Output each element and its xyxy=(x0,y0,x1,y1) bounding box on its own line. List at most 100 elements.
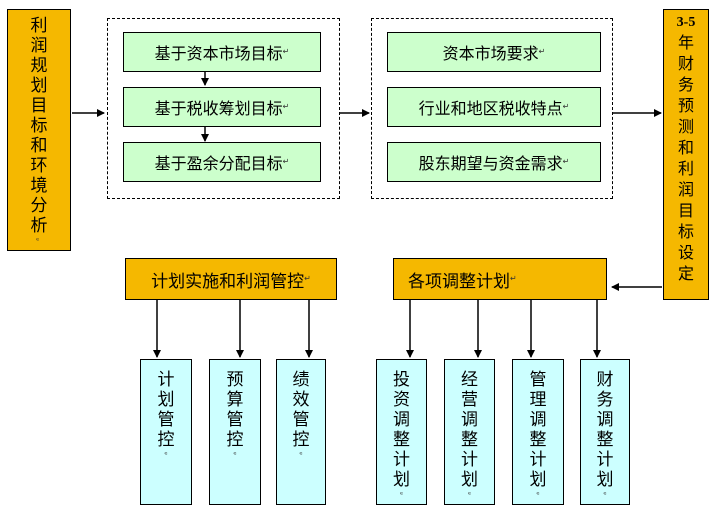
vertical-char: 分 xyxy=(30,196,48,216)
goal-surplus-distribution: 基于盈余分配目标↵ xyxy=(123,142,321,182)
vertical-char: 财 xyxy=(596,370,614,390)
return-mark: ↵ xyxy=(562,102,570,111)
adjustment-box-management: 管理调整计划 ᵉ xyxy=(512,359,564,505)
vertical-char: 划 xyxy=(157,390,175,410)
vertical-char: 划 xyxy=(529,470,547,490)
vertical-char: 管 xyxy=(157,410,175,430)
vertical-char: 整 xyxy=(529,430,547,450)
plan-implementation-label: 计划实施和利润管控 xyxy=(151,271,305,292)
paragraph-mark: ᵉ xyxy=(164,450,168,459)
adjustment-text: 经营调整计划 xyxy=(461,370,478,490)
vertical-char: 调 xyxy=(596,410,614,430)
goal-label: 基于盈余分配目标 xyxy=(154,154,283,173)
paragraph-mark: ᵉ xyxy=(399,490,404,499)
vertical-char: 定 xyxy=(677,264,694,283)
factor-label: 资本市场要求 xyxy=(442,44,539,63)
vertical-char: 年 xyxy=(677,33,694,52)
vertical-char: 管 xyxy=(292,410,310,430)
vertical-char: 和 xyxy=(30,136,48,156)
paragraph-mark: ᵉ xyxy=(603,490,607,499)
vertical-char: 析 xyxy=(30,216,48,236)
plan-implementation-box: 计划实施和利润管控↵ xyxy=(125,258,337,300)
adjustment-box-operation: 经营调整计划 ᵉ xyxy=(444,359,495,505)
vertical-char: 控 xyxy=(226,430,244,450)
goal-label: 基于税收筹划目标 xyxy=(154,99,283,118)
vertical-char: 算 xyxy=(226,390,244,410)
control-box-plan: 计划管控 ᵉ xyxy=(140,359,192,505)
paragraph-mark: ᵉ xyxy=(467,490,472,499)
vertical-char: 控 xyxy=(157,430,175,450)
vertical-char: 计 xyxy=(393,450,410,470)
return-mark: ↵ xyxy=(562,157,570,166)
return-mark: ↵ xyxy=(538,47,546,56)
vertical-char: 划 xyxy=(393,470,410,490)
vertical-char: 划 xyxy=(461,470,478,490)
vertical-char: 经 xyxy=(461,370,478,390)
vertical-char: 财 xyxy=(677,54,694,73)
control-text: 计划管控 xyxy=(158,370,175,450)
control-box-budget: 预算管控 ᵉ xyxy=(209,359,261,505)
vertical-char: 利 xyxy=(677,159,694,178)
control-box-performance: 绩效管控 ᵉ xyxy=(276,359,326,505)
return-mark: ↵ xyxy=(510,274,517,283)
adjustment-box-finance: 财务调整计划 ᵉ xyxy=(580,359,630,505)
vertical-char: 预 xyxy=(226,370,244,390)
factor-industry-tax: 行业和地区税收特点↵ xyxy=(387,87,601,127)
adjustment-text: 财务调整计划 xyxy=(597,370,614,490)
adjustment-plan-label: 各项调整计划 xyxy=(408,271,510,292)
vertical-char: 和 xyxy=(677,138,694,157)
vertical-char: 境 xyxy=(30,176,48,196)
vertical-char: 规 xyxy=(30,56,48,76)
vertical-char: 计 xyxy=(596,450,614,470)
vertical-char: 润 xyxy=(30,36,48,56)
return-mark: ↵ xyxy=(304,274,311,283)
vertical-char: 标 xyxy=(30,116,48,136)
paragraph-mark: ᵉ xyxy=(299,450,303,459)
goal-tax-planning: 基于税收筹划目标↵ xyxy=(123,87,321,127)
goal-capital-market: 基于资本市场目标↵ xyxy=(123,32,321,72)
factor-label: 股东期望与资金需求 xyxy=(418,154,563,173)
vertical-char: 计 xyxy=(157,370,175,390)
vertical-char: 调 xyxy=(529,410,547,430)
vertical-char: 设 xyxy=(677,243,694,262)
vertical-char: 资 xyxy=(393,390,410,410)
profit-planning-box: 利润规划目标和环境分析 ᵉ xyxy=(7,9,71,251)
forecast-box: 3-5 年财务预测和利润目标设定 xyxy=(663,9,709,300)
adjustment-box-investment: 投资调整计划 ᵉ xyxy=(376,359,427,505)
return-mark: ↵ xyxy=(282,102,290,111)
return-mark: ↵ xyxy=(282,47,290,56)
return-mark: ↵ xyxy=(282,157,290,166)
vertical-char: 理 xyxy=(529,390,547,410)
goals-group xyxy=(107,18,340,199)
vertical-char: 控 xyxy=(292,430,310,450)
vertical-char: 营 xyxy=(461,390,478,410)
vertical-char: 预 xyxy=(677,96,694,115)
factors-group xyxy=(371,18,613,199)
vertical-char: 整 xyxy=(393,430,410,450)
vertical-char: 环 xyxy=(30,156,48,176)
control-text: 绩效管控 xyxy=(293,370,310,450)
factor-capital-market: 资本市场要求↵ xyxy=(387,32,601,72)
vertical-char: 润 xyxy=(677,180,694,199)
vertical-char: 效 xyxy=(292,390,310,410)
vertical-char: 标 xyxy=(677,222,694,241)
vertical-char: 绩 xyxy=(292,370,310,390)
vertical-char: 管 xyxy=(529,370,547,390)
factor-label: 行业和地区税收特点 xyxy=(418,99,563,118)
vertical-char: 整 xyxy=(461,430,478,450)
vertical-char: 调 xyxy=(461,410,478,430)
forecast-text: 年财务预测和利润目标设定 xyxy=(678,32,694,284)
adjustment-plan-box: 各项调整计划↵ xyxy=(393,258,607,300)
adjustment-text: 投资调整计划 xyxy=(393,370,410,490)
profit-planning-text: 利润规划目标和环境分析 xyxy=(31,16,48,236)
vertical-char: 投 xyxy=(393,370,410,390)
factor-shareholder-funds: 股东期望与资金需求↵ xyxy=(387,142,601,182)
vertical-char: 务 xyxy=(677,75,694,94)
control-text: 预算管控 xyxy=(227,370,244,450)
adjustment-text: 管理调整计划 xyxy=(530,370,547,490)
vertical-char: 测 xyxy=(677,117,694,136)
vertical-char: 划 xyxy=(30,76,48,96)
forecast-years: 3-5 xyxy=(676,15,696,30)
vertical-char: 调 xyxy=(393,410,410,430)
